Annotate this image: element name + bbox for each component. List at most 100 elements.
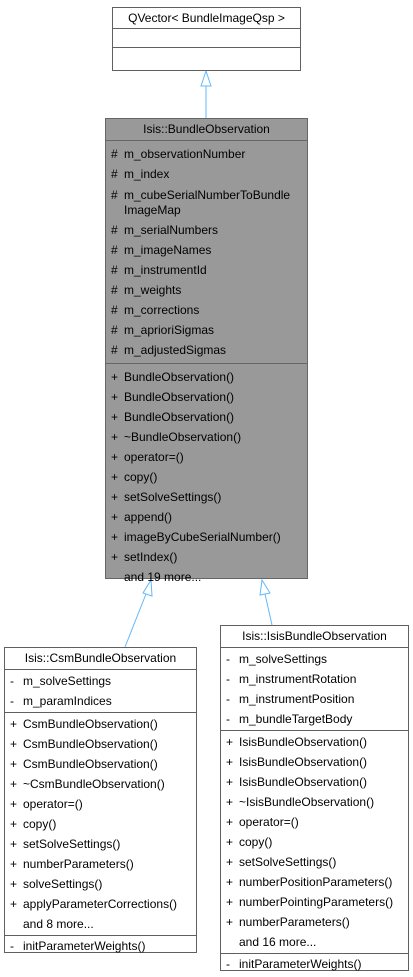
method-row[interactable]: +solveSettings() [5,874,196,894]
method-row[interactable]: +numberPointingParameters() [221,892,408,912]
method-row[interactable]: +numberPositionParameters() [221,872,408,892]
member-name[interactable]: m_instrumentRotation [239,672,357,686]
member-name[interactable]: and 19 more... [124,570,202,584]
member-name[interactable]: ~BundleObservation() [124,430,242,444]
member-name[interactable]: m_corrections [124,303,200,317]
member-name[interactable]: operator=() [239,815,299,829]
member-name[interactable]: IsisBundleObservation() [239,755,368,769]
method-row[interactable]: +operator=() [106,447,307,467]
method-row[interactable]: +BundleObservation() [106,387,307,407]
attribute-row[interactable]: #m_index [106,164,307,184]
member-name[interactable]: numberParameters() [23,857,134,871]
member-name[interactable]: m_paramIndices [23,694,112,708]
attribute-row[interactable]: #m_weights [106,280,307,300]
bundle-observation-class-box[interactable]: Isis::BundleObservation #m_observationNu… [105,118,308,584]
method-row[interactable]: +setIndex() [106,547,307,567]
member-name[interactable]: imageByCubeSerialNumber() [124,530,281,544]
attribute-row[interactable]: #m_imageNames [106,240,307,260]
member-name[interactable]: m_bundleTargetBody [239,712,353,726]
method-row[interactable]: +imageByCubeSerialNumber() [106,527,307,547]
method-row[interactable]: -initParameterWeights() [5,936,196,956]
member-name[interactable]: CsmBundleObservation() [23,757,158,771]
attribute-row[interactable]: -m_solveSettings [5,671,196,691]
method-row[interactable]: +applyParameterCorrections() [5,894,196,914]
method-row[interactable]: +BundleObservation() [106,407,307,427]
member-name[interactable]: copy() [239,835,273,849]
member-name[interactable]: m_index [124,167,170,181]
member-name[interactable]: setSolveSettings() [124,490,222,504]
method-row[interactable]: +IsisBundleObservation() [221,732,408,752]
member-name[interactable]: m_instrumentPosition [239,692,355,706]
member-name[interactable]: and 8 more... [23,917,94,931]
attribute-row[interactable]: #m_instrumentId [106,260,307,280]
method-row[interactable]: -initParameterWeights() [221,954,408,974]
member-name[interactable]: append() [124,510,173,524]
member-name[interactable]: m_observationNumber [124,147,246,161]
attribute-row[interactable]: #m_adjustedSigmas [106,340,307,360]
csm-bundle-observation-class-box[interactable]: Isis::CsmBundleObservation -m_solveSetti… [4,647,197,953]
member-name[interactable]: ~CsmBundleObservation() [23,777,165,791]
member-name[interactable]: m_aprioriSigmas [124,323,215,337]
member-name[interactable]: IsisBundleObservation() [239,735,368,749]
qvector-class-box[interactable]: QVector< BundleImageQsp > [112,7,301,71]
method-row[interactable]: +IsisBundleObservation() [221,752,408,772]
member-name[interactable]: CsmBundleObservation() [23,737,158,751]
method-row[interactable]: +operator=() [221,812,408,832]
member-name[interactable]: numberParameters() [239,915,350,929]
method-row[interactable]: +setSolveSettings() [106,487,307,507]
member-name[interactable]: IsisBundleObservation() [239,775,368,789]
method-row[interactable]: +copy() [221,832,408,852]
member-name[interactable]: m_imageNames [124,243,212,257]
method-row[interactable]: and 19 more... [106,567,307,587]
attribute-row[interactable]: -m_solveSettings [221,649,408,669]
member-name[interactable]: m_weights [124,283,182,297]
method-row[interactable]: +numberParameters() [5,854,196,874]
member-name[interactable]: and 16 more... [239,935,317,949]
member-name[interactable]: BundleObservation() [124,390,235,404]
method-row[interactable]: +numberParameters() [221,912,408,932]
member-name[interactable]: numberPositionParameters() [239,875,393,889]
attribute-row[interactable]: -m_instrumentRotation [221,669,408,689]
method-row[interactable]: +append() [106,507,307,527]
method-row[interactable]: +copy() [5,814,196,834]
method-row[interactable]: +CsmBundleObservation() [5,734,196,754]
member-name[interactable]: m_solveSettings [23,674,112,688]
member-name[interactable]: applyParameterCorrections() [23,897,178,911]
attribute-row[interactable]: #m_serialNumbers [106,220,307,240]
member-name[interactable]: BundleObservation() [124,370,235,384]
attribute-row[interactable]: -m_paramIndices [5,691,196,711]
member-name[interactable]: m_instrumentId [124,263,207,277]
method-row[interactable]: +setSolveSettings() [221,852,408,872]
member-name[interactable]: m_adjustedSigmas [124,343,227,357]
member-name[interactable]: CsmBundleObservation() [23,717,158,731]
method-row[interactable]: +setSolveSettings() [5,834,196,854]
member-name[interactable]: BundleObservation() [124,410,235,424]
member-name[interactable]: ~IsisBundleObservation() [239,795,375,809]
isis-bundle-observation-class-box[interactable]: Isis::IsisBundleObservation -m_solveSett… [220,625,409,971]
method-row[interactable]: +~CsmBundleObservation() [5,774,196,794]
method-row[interactable]: +CsmBundleObservation() [5,754,196,774]
member-name[interactable]: operator=() [124,450,184,464]
method-row[interactable]: and 8 more... [5,914,196,934]
method-row[interactable]: +CsmBundleObservation() [5,714,196,734]
method-row[interactable]: +copy() [106,467,307,487]
attribute-row[interactable]: #m_aprioriSigmas [106,320,307,340]
method-row[interactable]: and 16 more... [221,932,408,952]
member-name[interactable]: setSolveSettings() [23,837,121,851]
attribute-row[interactable]: #m_corrections [106,300,307,320]
member-name[interactable]: numberPointingParameters() [239,895,394,909]
member-name[interactable]: copy() [124,470,158,484]
member-name[interactable]: initParameterWeights() [239,957,362,971]
method-row[interactable]: +BundleObservation() [106,367,307,387]
member-name[interactable]: copy() [23,817,57,831]
method-row[interactable]: +~IsisBundleObservation() [221,792,408,812]
member-name[interactable]: setIndex() [124,550,178,564]
method-row[interactable]: +IsisBundleObservation() [221,772,408,792]
member-name[interactable]: setSolveSettings() [239,855,337,869]
member-name[interactable]: m_solveSettings [239,652,328,666]
attribute-row[interactable]: -m_bundleTargetBody [221,709,408,729]
member-name[interactable]: m_serialNumbers [124,223,219,237]
member-name[interactable]: operator=() [23,797,83,811]
